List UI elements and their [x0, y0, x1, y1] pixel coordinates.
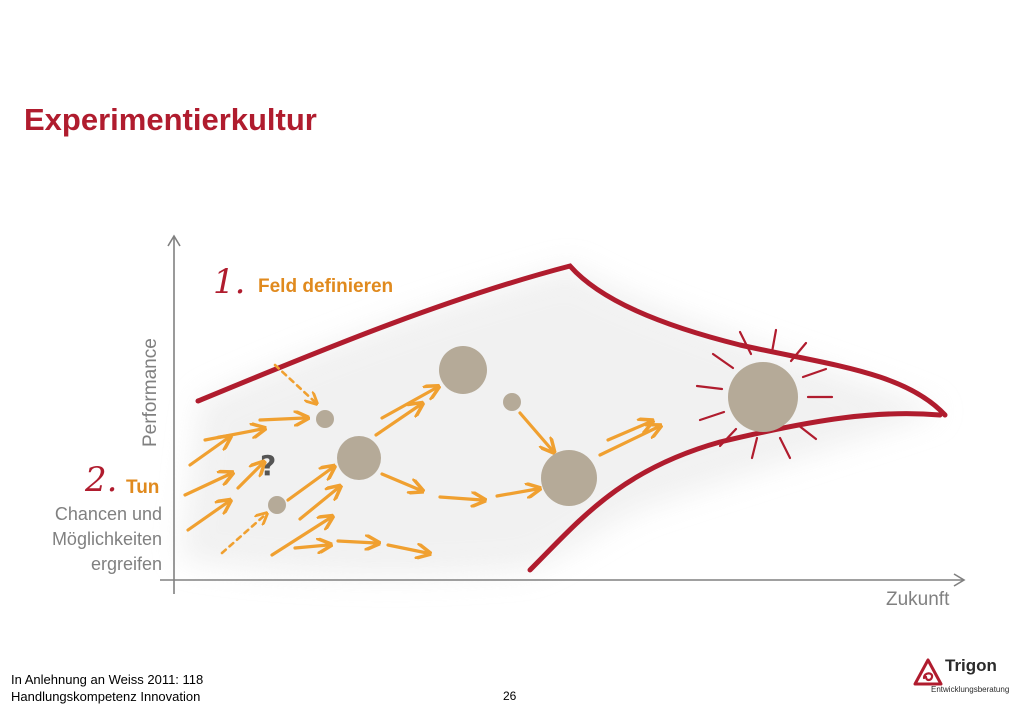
y-axis-label: Performance [140, 338, 161, 447]
arrow [203, 429, 262, 442]
circle-small-mid [503, 393, 521, 411]
dashed-arrows [220, 363, 315, 555]
arrow [298, 488, 338, 521]
arrow [336, 541, 376, 543]
arrow [438, 497, 482, 500]
arrow [183, 474, 230, 497]
x-axis-label: Zukunft [886, 589, 950, 610]
step2-desc-line: Chancen und [54, 504, 162, 524]
slide-title: Experimentierkultur [24, 102, 317, 137]
arrow [286, 468, 332, 502]
goal-circle [728, 362, 798, 432]
arrow [518, 411, 552, 450]
x-axis-arrowhead [953, 573, 966, 587]
arrow [258, 418, 305, 420]
step2-desc-line: Möglichkeiten [51, 529, 162, 549]
step2-number: 2. [85, 460, 118, 500]
arrow [380, 388, 436, 420]
trigon-logo: Trigon Entwicklungsberatung [911, 652, 1021, 700]
arrow [386, 545, 427, 553]
opportunity-circles [268, 346, 798, 514]
source-note: In Anlehnung an Weiss 2011: 118 Handlung… [11, 671, 203, 705]
step2-description: Chancen und Möglichkeiten ergreifen [0, 502, 162, 577]
page-number: 26 [503, 689, 517, 703]
dashed-arrow [273, 363, 315, 402]
logo-subtitle: Entwicklungsberatung [931, 685, 1010, 694]
arrow [270, 518, 330, 557]
logo-name: Trigon [945, 656, 997, 675]
trigon-logo-mark-icon [913, 658, 943, 686]
arrow [236, 464, 262, 490]
circle-medium-top [439, 346, 487, 394]
arrow [374, 405, 420, 437]
field-boundary [195, 263, 948, 573]
field-shading [180, 266, 942, 577]
arrow [606, 422, 650, 442]
arrow [186, 502, 228, 532]
field-lower-boundary [527, 411, 943, 573]
arrow [495, 489, 537, 496]
step1-number: 1. [213, 262, 246, 302]
circle-large-mid [541, 450, 597, 506]
dashed-arrow [220, 515, 265, 555]
step2-label: Tun [126, 477, 160, 498]
step2-desc-line: ergreifen [90, 554, 162, 574]
arrow [380, 472, 420, 490]
step1-label: Feld definieren [258, 276, 394, 297]
circle-medium-left [337, 436, 381, 480]
circle-small-left [268, 496, 286, 514]
circle-small-top [316, 410, 334, 428]
question-mark: ? [260, 449, 276, 482]
y-axis-arrowhead [167, 234, 181, 247]
source-line: Handlungskompetenz Innovation [11, 689, 201, 704]
sun-rays [695, 328, 834, 460]
field-upper-boundary [195, 263, 948, 418]
arrow [188, 438, 228, 467]
orange-arrows [183, 388, 658, 557]
source-line: In Anlehnung an Weiss 2011: 118 [11, 672, 204, 687]
arrow [293, 545, 328, 548]
axes [160, 234, 966, 594]
